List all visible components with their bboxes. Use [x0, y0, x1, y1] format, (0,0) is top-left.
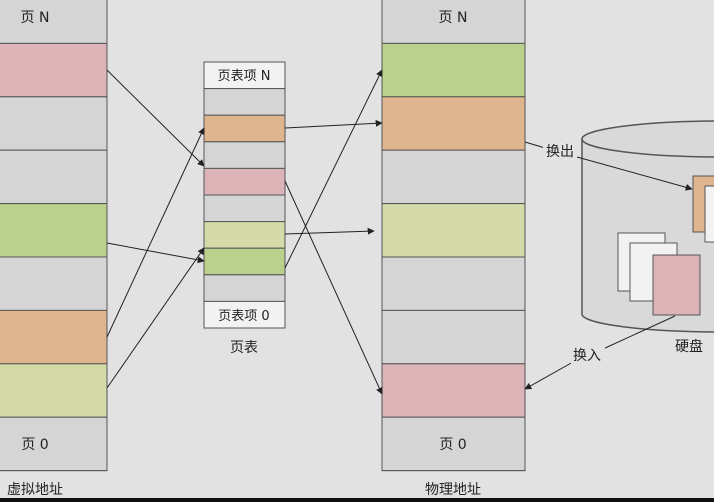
- virtual-address-title: 虚拟地址: [7, 482, 63, 498]
- swap-in-line: [602, 315, 676, 350]
- bottom-edge-bar: [0, 498, 714, 502]
- page-table-cell-gray: [203, 88, 286, 116]
- physical-cell-gray: [381, 149, 526, 205]
- page-table-title: 页表: [230, 340, 258, 356]
- swap-in-label: 换入: [573, 347, 601, 364]
- virtual-cell-gray: [0, 96, 108, 151]
- page-table-cell-yellow: [203, 221, 286, 249]
- page-table-cell-gray: [203, 194, 286, 223]
- physical-cell-pink: [381, 363, 526, 418]
- physical-address-column: [381, 0, 526, 472]
- swap-arrows: [524, 141, 693, 390]
- arrow-pt-green-to-phys: [284, 69, 383, 269]
- virtual-cell-gray: [0, 416, 108, 472]
- swap-in-label-bg: [571, 346, 605, 364]
- virtual-cell-orange: [0, 309, 108, 365]
- page-table-cell-gray: [203, 274, 286, 302]
- physical-cell-gray: [381, 309, 526, 365]
- swap-out-arrow: [576, 156, 693, 191]
- virtual-top-label: 页 N: [21, 10, 50, 26]
- disk-title: 硬盘: [675, 338, 703, 355]
- virtual-frame: [0, 0, 108, 472]
- virtual-cell-yellow: [0, 363, 108, 418]
- swap-in-arrow: [524, 361, 574, 390]
- arrow-pt-orange-to-phys: [284, 119, 383, 129]
- physical-frame: [381, 0, 526, 472]
- swap-out-line: [524, 141, 546, 149]
- virtual-cell-gray: [0, 149, 108, 205]
- physical-cell-orange: [381, 96, 526, 151]
- disk-page-pink: [652, 254, 701, 316]
- page-table-cell-orange: [203, 114, 286, 143]
- physical-cell-green: [381, 42, 526, 98]
- virtual-cell-green: [0, 203, 108, 258]
- arrow-pt-pink-to-phys: [284, 180, 383, 395]
- physical-bottom-label: 页 0: [439, 437, 466, 453]
- page-table-top-label: 页表项 N: [218, 69, 271, 84]
- page-table-cell-gray: [203, 141, 286, 169]
- page-table-to-physical-arrows: [284, 69, 383, 395]
- virtual-bottom-label: 页 0: [21, 437, 48, 453]
- page-table-cell-white: [203, 300, 286, 329]
- physical-cell-gray: [381, 256, 526, 311]
- arrow-pt-yellow-to-phys: [284, 227, 375, 235]
- disk-pages: [617, 175, 714, 316]
- virtual-cell-gray: [0, 0, 108, 44]
- physical-top-label: 页 N: [439, 10, 468, 26]
- physical-cell-yellow: [381, 203, 526, 258]
- page-table-bottom-label: 页表项 0: [218, 309, 269, 324]
- virtual-cell-pink: [0, 42, 108, 98]
- swap-out-label: 换出: [546, 143, 574, 160]
- swap-out-label-bg: [543, 142, 577, 160]
- page-table-cell-green: [203, 247, 286, 276]
- physical-address-title: 物理地址: [425, 482, 481, 498]
- disk-page-white: [704, 185, 714, 243]
- arrow-pink-to-pt: [106, 69, 205, 167]
- virtual-cell-gray: [0, 256, 108, 311]
- arrow-orange-to-pt: [106, 127, 205, 338]
- arrow-yellow-to-pt: [106, 247, 205, 389]
- page-table-column: [203, 61, 286, 329]
- page-table-cell-pink: [203, 167, 286, 196]
- page-table-frame: [203, 61, 286, 329]
- virtual-to-page-table-arrows: [106, 69, 205, 389]
- virtual-address-column: [0, 0, 108, 472]
- arrow-green-to-pt: [106, 242, 205, 264]
